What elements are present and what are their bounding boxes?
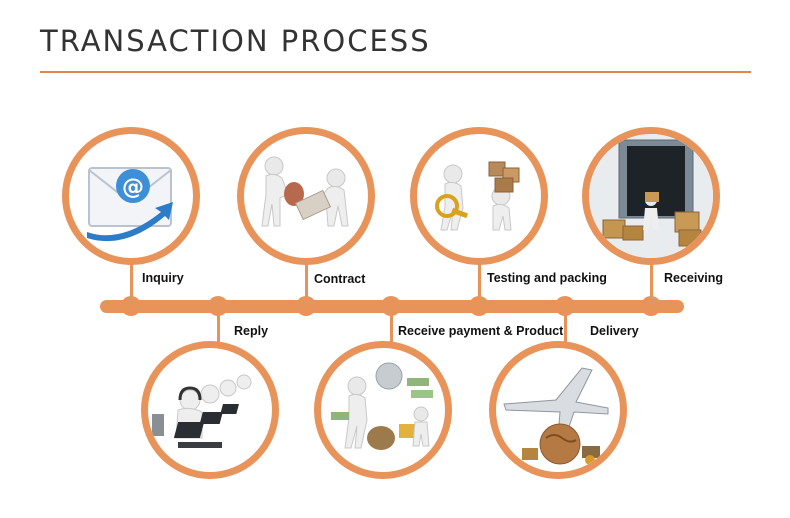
- step-label-inquiry: Inquiry: [142, 271, 184, 285]
- step-reply-image: [141, 341, 279, 479]
- timeline-dot: [469, 296, 489, 316]
- step-delivery-image: [489, 341, 627, 479]
- step-receive-payment-image: [314, 341, 452, 479]
- email-envelope-icon: @: [69, 134, 193, 258]
- step-label-receive-payment: Receive payment & Product: [398, 324, 563, 338]
- step-testing-packing-image: [410, 127, 548, 265]
- step-receiving-image: [582, 127, 720, 265]
- timeline-dot: [381, 296, 401, 316]
- step-label-delivery: Delivery: [590, 324, 639, 338]
- timeline-dot: [121, 296, 141, 316]
- timeline-dot: [555, 296, 575, 316]
- step-contract-image: [237, 127, 375, 265]
- step-label-testing-packing: Testing and packing: [487, 271, 607, 285]
- timeline-dot: [641, 296, 661, 316]
- handshake-contract-icon: [244, 134, 368, 258]
- step-label-contract: Contract: [314, 272, 365, 286]
- inspect-packages-icon: [417, 134, 541, 258]
- timeline-dot: [208, 296, 228, 316]
- warehouse-container-icon: [589, 134, 713, 258]
- step-label-receiving: Receiving: [664, 271, 723, 285]
- call-center-agents-icon: [148, 348, 272, 472]
- svg-text:@: @: [122, 175, 144, 200]
- payment-money-icon: [321, 348, 445, 472]
- step-label-reply: Reply: [234, 324, 268, 338]
- title-underline: [40, 71, 751, 73]
- step-inquiry-image: @: [62, 127, 200, 265]
- timeline-dot: [296, 296, 316, 316]
- airplane-globe-icon: [496, 348, 620, 472]
- page-title: TRANSACTION PROCESS: [40, 24, 431, 58]
